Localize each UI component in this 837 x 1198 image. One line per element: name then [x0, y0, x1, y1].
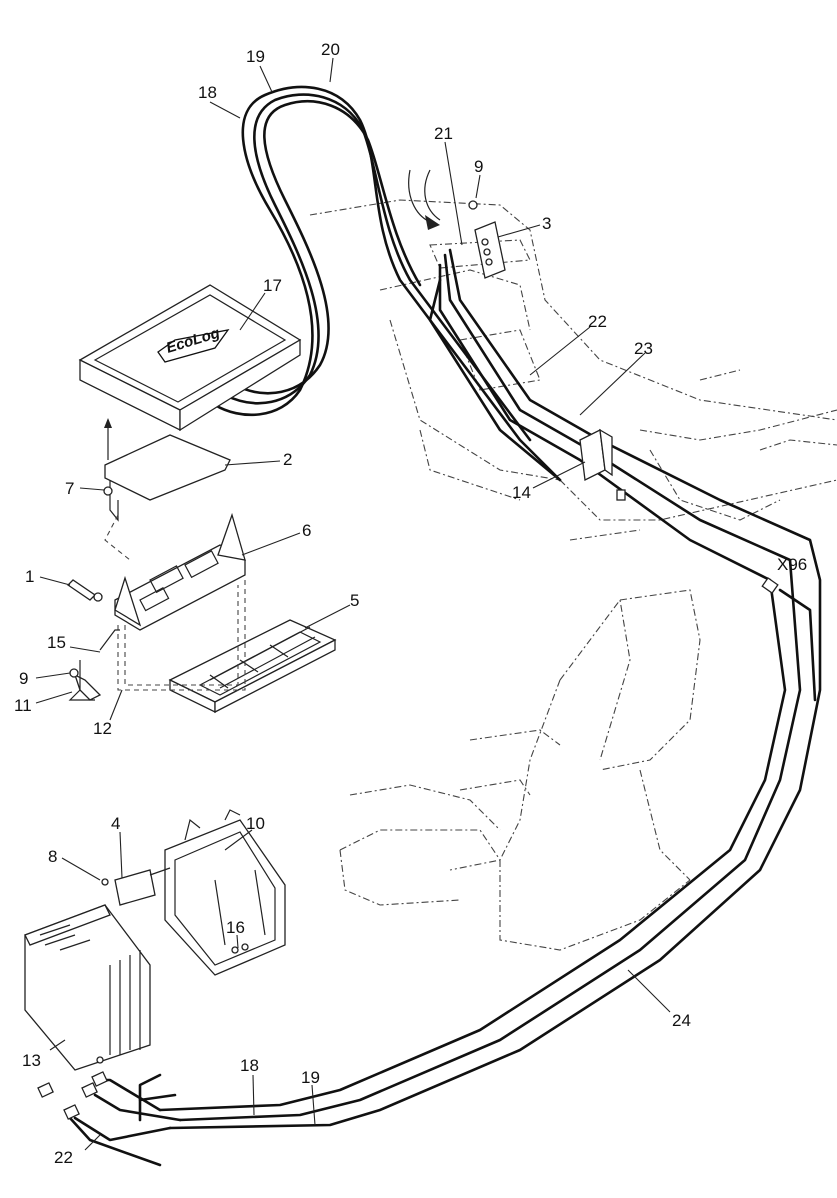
callout-6: 6 — [302, 521, 311, 540]
display-unit: EcoLog — [78, 284, 302, 432]
callout-5: 5 — [350, 591, 359, 610]
callout-x96: X96 — [777, 555, 807, 574]
callout-18-top: 18 — [198, 83, 217, 102]
cab-outline — [309, 199, 837, 541]
connectors — [37, 577, 779, 1120]
callout-1: 1 — [25, 567, 34, 586]
callout-19-bottom: 19 — [301, 1068, 320, 1087]
callout-21: 21 — [434, 124, 453, 143]
frame-10 — [164, 809, 286, 976]
callout-15: 15 — [47, 633, 66, 652]
callout-10: 10 — [246, 814, 265, 833]
small-hardware — [66, 486, 120, 701]
callout-9-top: 9 — [474, 157, 483, 176]
callout-2: 2 — [283, 450, 292, 469]
relay-box-14 — [579, 428, 626, 501]
cable-harness — [68, 85, 822, 1167]
callout-4: 4 — [111, 814, 120, 833]
callout-17: 17 — [263, 276, 282, 295]
callout-18-bottom: 18 — [240, 1056, 259, 1075]
callout-3: 3 — [542, 214, 551, 233]
callout-22-bottom: 22 — [54, 1148, 73, 1167]
guide-lines — [104, 514, 246, 691]
switch-panel-3 — [408, 169, 506, 279]
computer-unit-13 — [24, 904, 151, 1071]
callout-7: 7 — [65, 479, 74, 498]
callout-22-top: 22 — [588, 312, 607, 331]
mounting-plate-6 — [114, 512, 246, 631]
callout-14: 14 — [512, 483, 531, 502]
seat-outline — [339, 589, 701, 951]
callout-labels: 18 19 20 21 9 3 22 23 14 17 2 7 6 1 5 15… — [14, 40, 807, 1167]
callout-11: 11 — [14, 696, 32, 715]
callout-19-top: 19 — [246, 47, 265, 66]
callout-24: 24 — [672, 1011, 691, 1030]
callout-20: 20 — [321, 40, 340, 59]
callout-13: 13 — [22, 1051, 41, 1070]
keyboard-5 — [168, 619, 337, 714]
callout-16: 16 — [226, 918, 245, 937]
bracket-4 — [101, 867, 171, 906]
leader-lines — [35, 57, 671, 1151]
callout-8: 8 — [48, 847, 57, 866]
callout-9-left: 9 — [19, 669, 28, 688]
callout-12: 12 — [93, 719, 112, 738]
bracket-2 — [104, 418, 231, 522]
callout-23: 23 — [634, 339, 653, 358]
